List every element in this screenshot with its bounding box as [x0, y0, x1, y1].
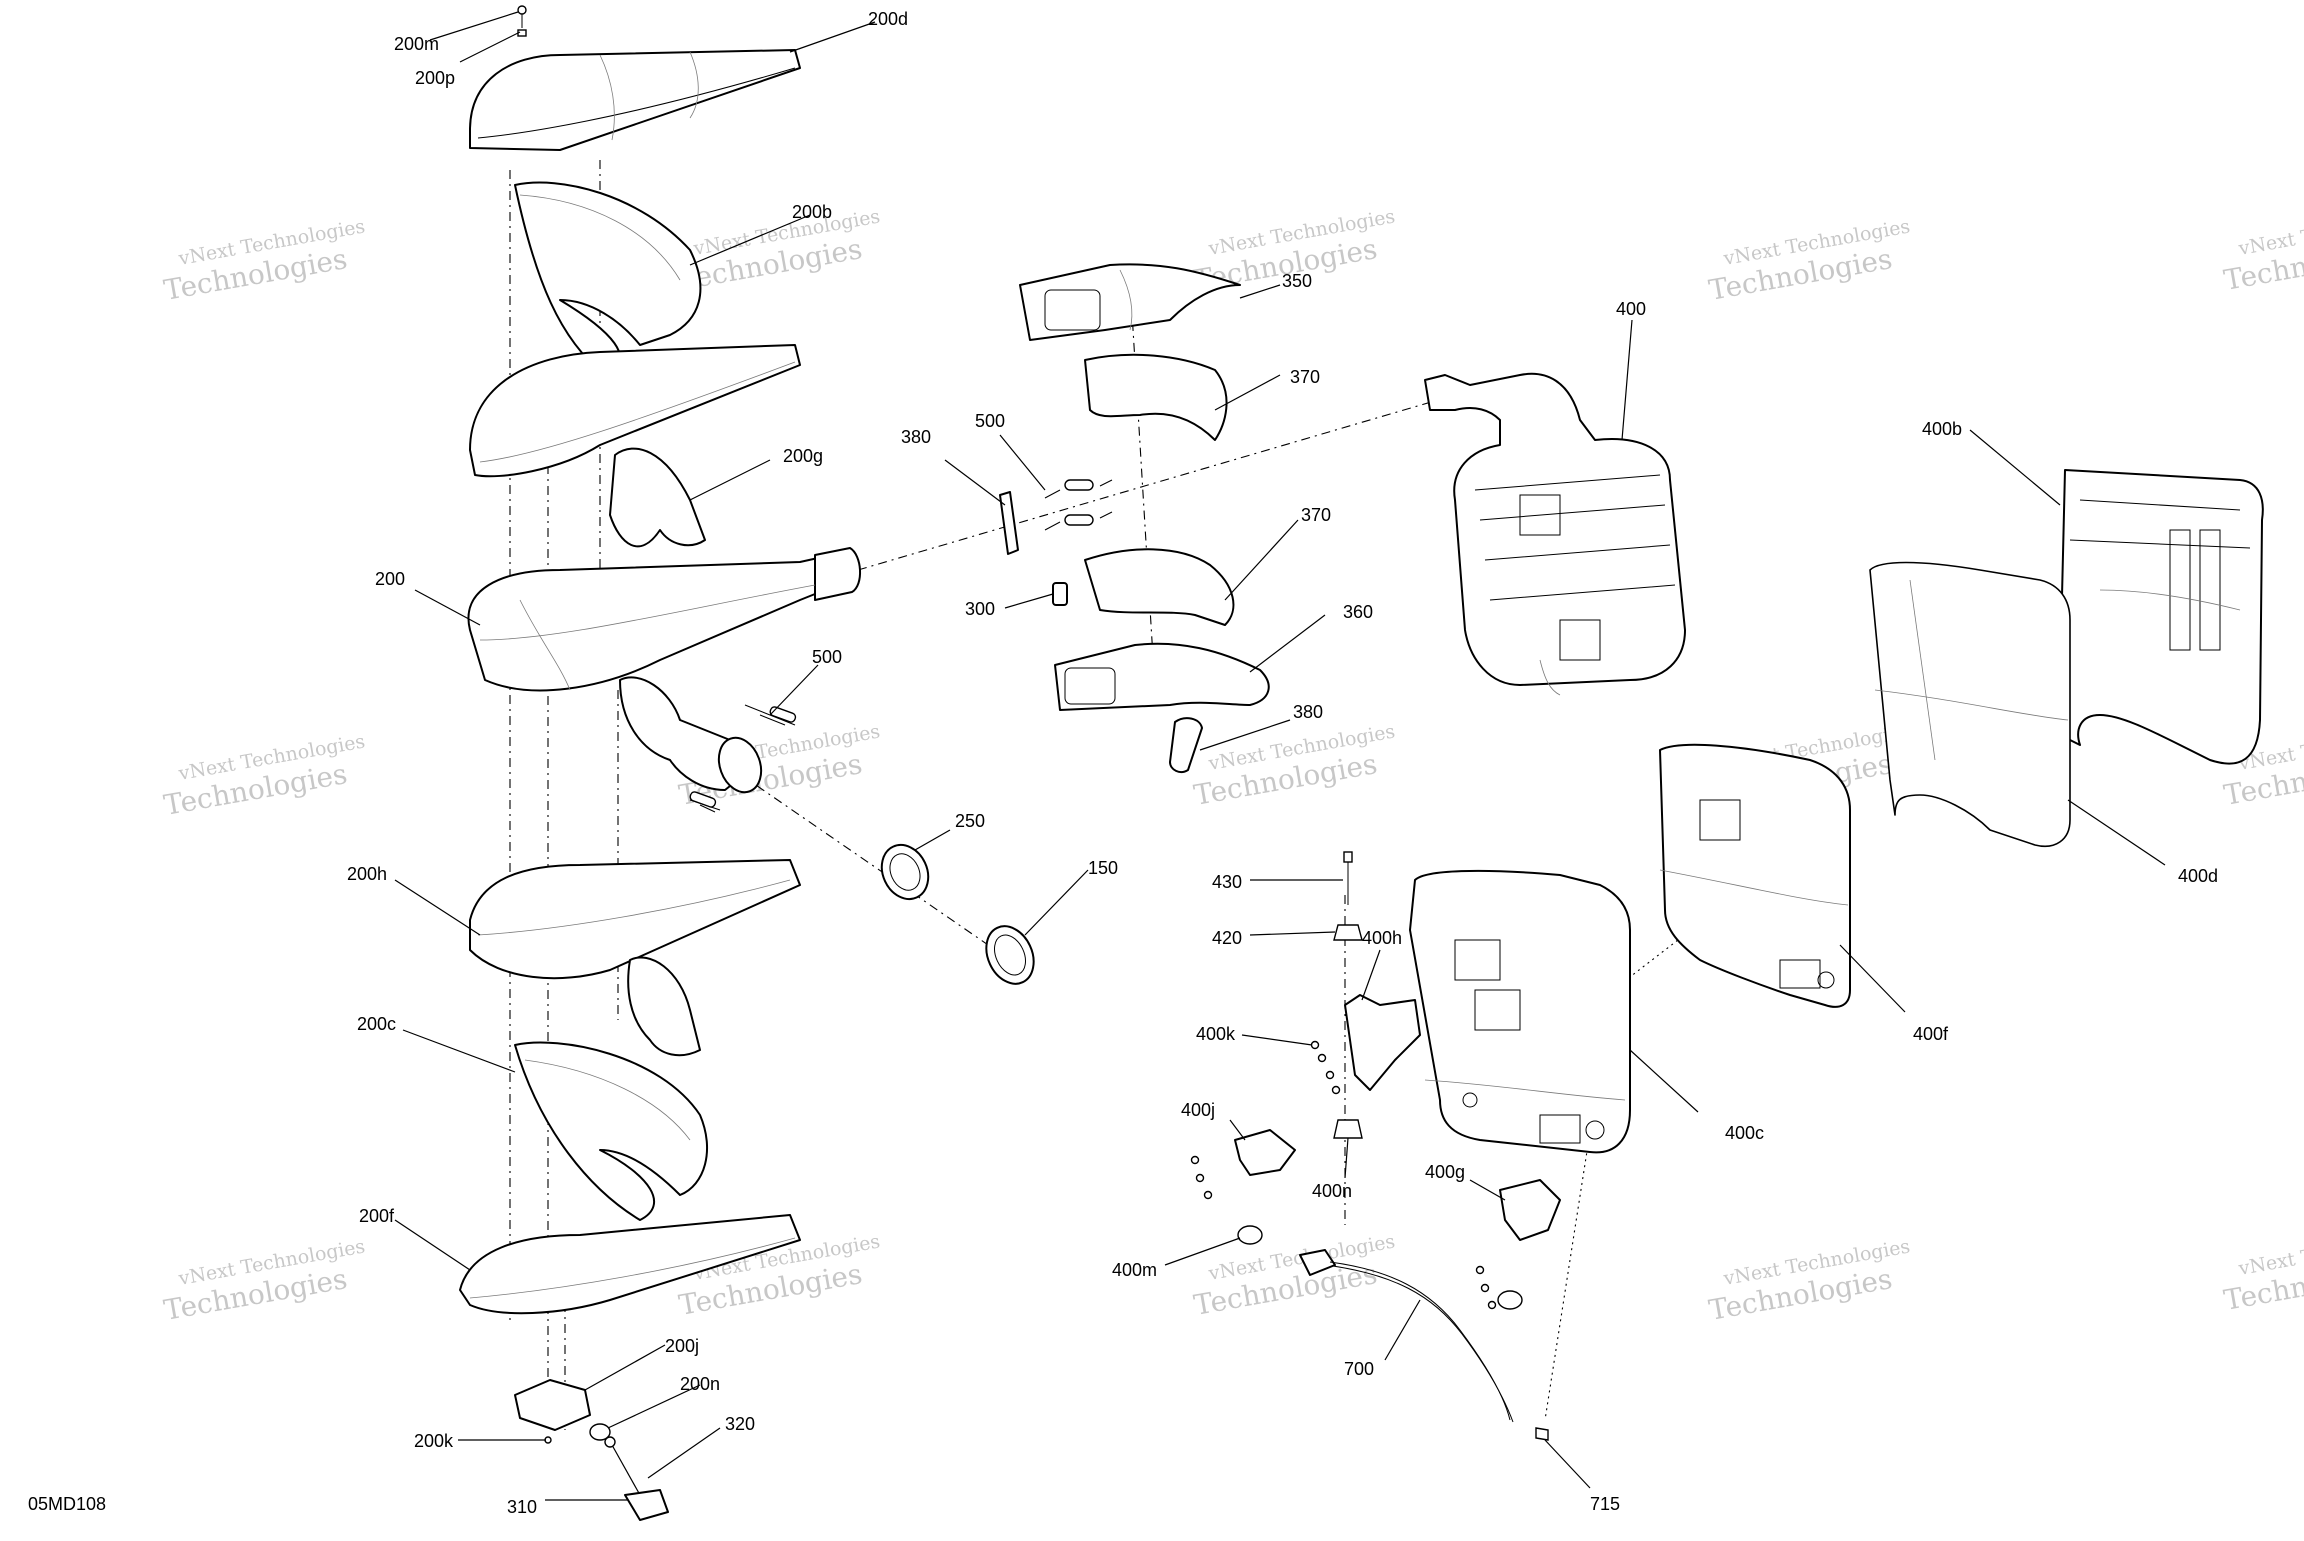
- part-200f-bottom-shield: [459, 1214, 801, 1315]
- watermark: vNext Technologies Technologies: [1191, 720, 1396, 811]
- label-500-upper: 500: [975, 411, 1005, 431]
- label-200: 200: [375, 569, 405, 589]
- label-200h: 200h: [347, 864, 387, 884]
- part-250-gasket: [880, 843, 930, 901]
- watermark: vNext Technologies Technologies: [161, 730, 366, 821]
- watermark: vNext Technologies Technologies: [2221, 205, 2304, 296]
- part-400n-grommet: [1333, 1119, 1363, 1139]
- part-715-clip: [1535, 1427, 1549, 1441]
- part-400c-shield: [1409, 869, 1631, 1154]
- label-200f: 200f: [359, 1206, 395, 1226]
- label-400b: 400b: [1922, 419, 1962, 439]
- label-250: 250: [955, 811, 985, 831]
- leader-lines: [394, 11, 2166, 1501]
- part-200c-inner-shield: [514, 1041, 708, 1221]
- part-400j-screws: [1190, 1155, 1213, 1200]
- part-400h-bracket: [1344, 994, 1421, 1091]
- watermark: vNext Technologies Technologies: [161, 1235, 366, 1326]
- label-200c: 200c: [357, 1014, 396, 1034]
- part-200d-upper-shield: [469, 49, 801, 151]
- part-420-grommet: [1333, 924, 1363, 941]
- part-400m-grommet: [1237, 1225, 1263, 1245]
- watermark: vNext Technologies Technologies: [2221, 1225, 2304, 1316]
- label-360: 360: [1343, 602, 1373, 622]
- label-200n: 200n: [680, 1374, 720, 1394]
- label-400g: 400g: [1425, 1162, 1465, 1182]
- part-320-bolt: [604, 1436, 641, 1496]
- watermark: vNext Technologies Technologies: [676, 205, 881, 296]
- part-380-seal-upper: [999, 491, 1019, 555]
- label-420: 420: [1212, 928, 1242, 948]
- part-200n-grommet: [589, 1423, 611, 1441]
- part-labels: 200m 200p 200d 200b 200g 200 500 500 380…: [347, 9, 2218, 1517]
- label-200m: 200m: [394, 34, 439, 54]
- part-400g-bracket: [1499, 1179, 1561, 1241]
- part-400g-grommet: [1497, 1290, 1523, 1310]
- part-200b-inner-shield: [514, 181, 702, 376]
- label-200g: 200g: [783, 446, 823, 466]
- diagram-code: 05MD108: [28, 1494, 106, 1514]
- label-370-lower: 370: [1301, 505, 1331, 525]
- part-310-clip: [624, 1489, 669, 1521]
- label-400h: 400h: [1362, 928, 1402, 948]
- part-200h-lower-shield: [469, 859, 801, 1057]
- label-380-lower: 380: [1293, 702, 1323, 722]
- watermark: vNext Technologies Technologies: [161, 215, 366, 306]
- watermark: vNext Technologies Technologies: [1706, 1235, 1911, 1326]
- label-350: 350: [1282, 271, 1312, 291]
- label-310: 310: [507, 1497, 537, 1517]
- part-400g-screws: [1475, 1265, 1497, 1310]
- part-370-pipe-upper: [1084, 353, 1228, 441]
- part-200-expansion-chamber: [467, 547, 861, 794]
- label-150: 150: [1088, 858, 1118, 878]
- part-200j-bracket: [514, 1379, 591, 1431]
- label-200k: 200k: [414, 1431, 454, 1451]
- part-400d-shield: [1869, 561, 2071, 847]
- part-500-springs-upper: [1044, 479, 1113, 531]
- label-400m: 400m: [1112, 1260, 1157, 1280]
- label-400: 400: [1616, 299, 1646, 319]
- label-400k: 400k: [1196, 1024, 1236, 1044]
- label-320: 320: [725, 1414, 755, 1434]
- label-400j: 400j: [1181, 1100, 1215, 1120]
- watermark: vNext Technologies Technologies: [1706, 215, 1911, 306]
- label-370-upper: 370: [1290, 367, 1320, 387]
- watermark: vNext Technologies Technologies: [1191, 1230, 1396, 1321]
- label-200p: 200p: [415, 68, 455, 88]
- part-400f-shield: [1659, 743, 1851, 1008]
- part-400k-screws: [1310, 1040, 1341, 1095]
- label-380-upper: 380: [901, 427, 931, 447]
- part-360-pipe: [1054, 642, 1270, 711]
- part-200m-screw: [517, 5, 527, 37]
- part-400j-bracket: [1234, 1129, 1296, 1176]
- part-500-springs-lower: [689, 704, 797, 813]
- part-400b-outer-shield: [2057, 469, 2264, 765]
- label-500-lower: 500: [812, 647, 842, 667]
- part-400-muffler: [1424, 372, 1686, 696]
- part-700-sensor-cable: [1299, 1249, 1514, 1423]
- label-300: 300: [965, 599, 995, 619]
- part-150-gasket: [985, 925, 1035, 985]
- label-400c: 400c: [1725, 1123, 1764, 1143]
- part-430-bolt: [1343, 851, 1353, 905]
- label-700: 700: [1344, 1359, 1374, 1379]
- label-400d: 400d: [2178, 866, 2218, 886]
- label-400f: 400f: [1913, 1024, 1949, 1044]
- label-715: 715: [1590, 1494, 1620, 1514]
- label-200j: 200j: [665, 1336, 699, 1356]
- part-200g-shield: [469, 344, 801, 548]
- part-350-pipe: [1019, 263, 1241, 341]
- label-400n: 400n: [1312, 1181, 1352, 1201]
- label-430: 430: [1212, 872, 1242, 892]
- label-200b: 200b: [792, 202, 832, 222]
- part-370-pipe-lower: [1084, 548, 1235, 626]
- label-200d: 200d: [868, 9, 908, 29]
- part-380-seal-lower: [1169, 717, 1203, 773]
- part-300-seal: [1052, 582, 1068, 606]
